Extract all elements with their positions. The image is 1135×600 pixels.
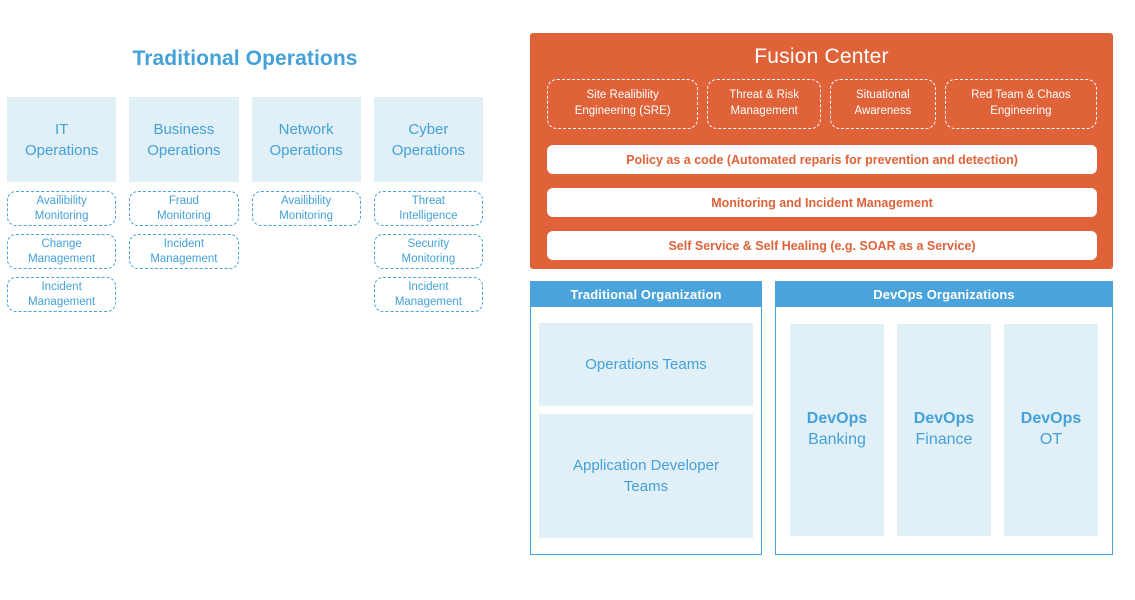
devops-banking-brand: DevOps	[806, 410, 868, 428]
business-incident-management-box: Incident Management	[129, 234, 239, 269]
fusion-center-title: Fusion Center	[754, 45, 889, 68]
devops-finance-unit: Finance	[915, 431, 973, 448]
policy-as-code-bar: Policy as a code (Automated reparis for …	[547, 145, 1097, 174]
capability-threat-risk-box: Threat & Risk Management	[707, 79, 821, 129]
devops-ot-box: DevOps OT	[1004, 324, 1098, 536]
cyber-incident-management-box: Incident Management	[373, 277, 483, 312]
column-it-operations: IT Operations Availibility Monitoring Ch…	[7, 97, 117, 320]
devops-organizations-header: DevOps Organizations	[776, 282, 1112, 307]
capability-sre-box: Site Realibility Engineering (SRE)	[547, 79, 699, 129]
traditional-organization-body: Operations Teams Application Developer T…	[531, 307, 761, 538]
business-fraud-monitoring-box: Fraud Monitoring	[129, 191, 239, 226]
self-service-self-healing-bar: Self Service & Self Healing (e.g. SOAR a…	[547, 231, 1097, 260]
devops-ot-unit: OT	[1039, 431, 1063, 448]
devops-banking-box: DevOps Banking	[790, 324, 884, 536]
it-availability-monitoring-box: Availibility Monitoring	[7, 191, 117, 226]
network-operations-box: Network Operations	[251, 97, 361, 182]
cyber-operations-box: Cyber Operations	[373, 97, 483, 182]
it-incident-management-box: Incident Management	[7, 277, 117, 312]
column-cyber-operations: Cyber Operations Threat Intelligence Sec…	[373, 97, 483, 320]
devops-ot-brand: DevOps	[1020, 410, 1082, 428]
it-change-management-box: Change Management	[7, 234, 117, 269]
fusion-capabilities-row: Site Realibility Engineering (SRE) Threa…	[547, 79, 1098, 129]
business-operations-box: Business Operations	[129, 97, 239, 182]
cyber-threat-intelligence-box: Threat Intelligence	[373, 191, 483, 226]
capability-situational-awareness-box: Situational Awareness	[829, 79, 936, 129]
application-developer-teams-box: Application Developer Teams	[539, 414, 753, 538]
network-availability-monitoring-box: Availibility Monitoring	[251, 191, 361, 226]
it-operations-box: IT Operations	[7, 97, 117, 182]
devops-organizations-panel: DevOps Organizations DevOps Banking DevO…	[775, 281, 1113, 555]
cyber-security-monitoring-box: Security Monitoring	[373, 234, 483, 269]
devops-organizations-body: DevOps Banking DevOps Finance DevOps OT	[776, 307, 1112, 536]
monitoring-incident-management-bar: Monitoring and Incident Management	[547, 188, 1097, 217]
traditional-operations-section: Traditional Operations IT Operations Ava…	[7, 46, 483, 320]
column-business-operations: Business Operations Fraud Monitoring Inc…	[129, 97, 239, 320]
capability-red-team-chaos-box: Red Team & Chaos Engineering	[944, 79, 1098, 129]
fusion-center-panel: Fusion Center Site Realibility Engineeri…	[530, 33, 1113, 269]
devops-finance-brand: DevOps	[913, 410, 975, 428]
traditional-operations-title: Traditional Operations	[132, 47, 358, 70]
fusion-service-bars: Policy as a code (Automated reparis for …	[547, 145, 1097, 260]
column-network-operations: Network Operations Availibility Monitori…	[251, 97, 361, 320]
devops-banking-unit: Banking	[808, 431, 866, 448]
traditional-organization-header: Traditional Organization	[531, 282, 761, 307]
traditional-operations-columns: IT Operations Availibility Monitoring Ch…	[7, 97, 483, 320]
devops-finance-box: DevOps Finance	[897, 324, 991, 536]
operations-teams-box: Operations Teams	[539, 323, 753, 406]
traditional-organization-panel: Traditional Organization Operations Team…	[530, 281, 762, 555]
